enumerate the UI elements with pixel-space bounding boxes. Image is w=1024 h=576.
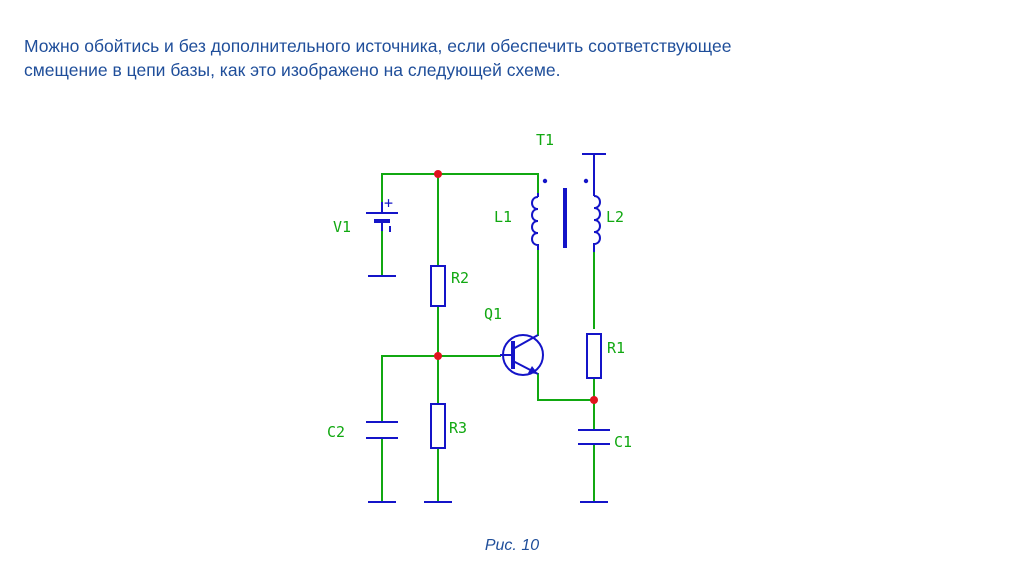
l2-polarity-dot bbox=[583, 178, 589, 184]
coil-l1 bbox=[531, 196, 539, 250]
junction-dot bbox=[434, 170, 442, 178]
emitter-arrow-icon bbox=[528, 366, 538, 374]
label-r1: R1 bbox=[607, 339, 625, 357]
top-rail-wire bbox=[381, 173, 539, 203]
transistor-q1 bbox=[500, 334, 544, 376]
battery-plus-sign: + bbox=[384, 194, 393, 212]
label-l2: L2 bbox=[606, 208, 624, 226]
label-r2: R2 bbox=[451, 269, 469, 287]
label-t1: T1 bbox=[536, 131, 554, 149]
description-paragraph: Можно обойтись и без дополнительного ист… bbox=[24, 34, 1004, 82]
label-r3: R3 bbox=[449, 419, 467, 437]
l1-polarity-dot bbox=[542, 178, 548, 184]
label-l1: L1 bbox=[494, 208, 512, 226]
label-c2: C2 bbox=[327, 423, 345, 441]
label-q1: Q1 bbox=[484, 305, 502, 323]
emitter-wire bbox=[537, 373, 595, 401]
label-c1: C1 bbox=[614, 433, 632, 451]
wires bbox=[381, 173, 595, 501]
junction-dot bbox=[590, 396, 598, 404]
coil-l2 bbox=[593, 195, 601, 252]
resistor-r1 bbox=[586, 333, 602, 379]
resistor-r3 bbox=[430, 403, 446, 449]
capacitor-c1 bbox=[578, 429, 610, 445]
description-line-1: Можно обойтись и без дополнительного ист… bbox=[24, 36, 732, 56]
junction-dot bbox=[434, 352, 442, 360]
battery-v1: + bbox=[366, 194, 398, 232]
resistor-r2 bbox=[430, 265, 446, 307]
transformer-t1 bbox=[531, 153, 606, 252]
figure-caption: Рис. 10 bbox=[484, 537, 540, 554]
label-v1: V1 bbox=[333, 218, 351, 236]
transistor-collector bbox=[512, 334, 539, 350]
description-line-2: смещение в цепи базы, как это изображено… bbox=[24, 60, 561, 80]
capacitor-c2 bbox=[366, 421, 398, 439]
